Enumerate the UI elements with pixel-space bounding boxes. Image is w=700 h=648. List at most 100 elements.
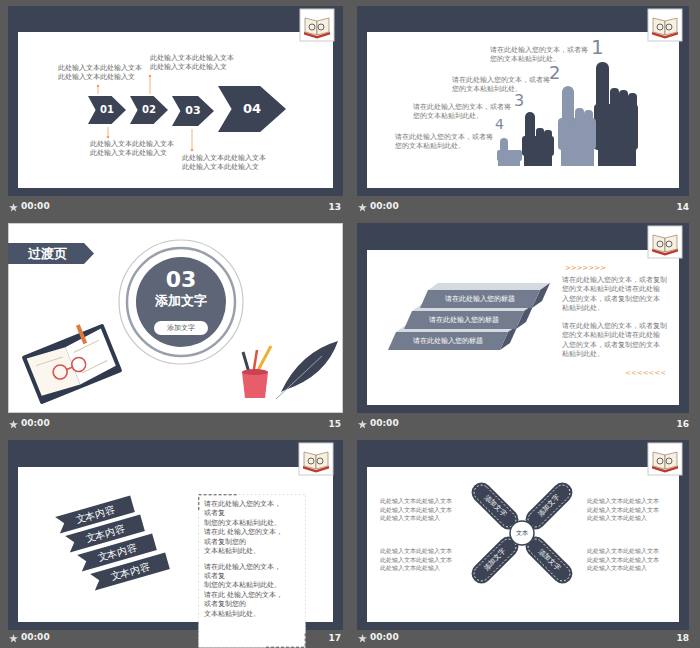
body-text: 请在此处输入您的文本，或者复制 您的文本粘贴到此处请在此处输 入您的文本，或者复… [562,276,670,314]
callout-number: 4 [495,116,504,132]
text-panel: 请在此处输入您的文本，或者复 制您的文本粘贴到此处。请在此 处输入您的文本，或者… [198,494,306,648]
step-arrow: 02 [130,96,168,124]
node-text: 请在此处输入您的标题 [429,316,499,324]
pointing-hand [598,148,636,166]
slide-time: 00:00 [370,201,399,211]
body-text: 此处输入文本此处输入文本 此处输入文本此处输入文本 此处输入文本此处输入 [587,547,669,573]
slide-number: 14 [648,201,689,214]
chevron-deco: <<<<<<< [625,369,666,377]
body-text: 请在此处输入您的文本，或者将 您的文本粘贴到此处。 [490,46,588,65]
slide-time: 00:00 [21,418,50,428]
slide-frame [367,32,679,188]
node-text: 请在此处输入您的文本，或者复 制您的文本粘贴到此处。请在此 处输入您的文本，或者… [204,563,300,620]
pencil-cup [242,346,271,398]
pointing-hand [498,159,520,166]
leader-line [191,149,194,152]
pencil-cup [242,372,268,398]
pointing-hand [575,108,584,128]
node-text: 03 [166,267,197,293]
body-text: 此处输入文本此处输入文本 此处输入文本此处输入文 [58,64,148,83]
slide-frame [367,250,679,405]
slide-frame [367,467,679,622]
slide-frame [357,6,689,196]
stair-face [396,283,550,350]
node-text: 04 [243,101,261,117]
title-ring [119,240,243,364]
leader-line [149,75,152,78]
book-illustration [76,324,87,344]
node-text: 添加文字 [167,324,195,332]
leader-line [107,136,110,139]
stair-step: 请在此处输入您的标题 [420,290,540,308]
center-circle: 文本 [509,520,535,546]
pointing-hand [619,90,628,112]
book-icon [648,9,682,41]
node-text: 请在此处输入您的文本，或者复 制您的文本粘贴到此处。请在此 处输入您的文本，或者… [204,500,300,557]
step-arrow: 04 [218,86,286,132]
node-text: 01 [100,104,114,116]
slide-number: 15 [300,418,341,431]
slide-time: 00:00 [370,418,399,428]
node-text: 过渡页 [28,246,67,262]
body-text: 此处输入文本此处输入文本 此处输入文本此处输入文本 此处输入文本此处输入 [380,547,462,573]
pointing-hand [596,62,609,112]
book-illustration [21,323,122,404]
body-text: 请在此处输入您的文本，或者复制 您的文本粘贴到此处请在此处输 入您的文本，或者复… [562,322,670,360]
slide-number: 16 [648,418,689,431]
pointing-hand [561,148,594,166]
book-illustration [70,355,88,373]
feather-quill [276,341,338,399]
book-illustration [64,329,118,385]
feather-quill [281,341,338,392]
body-text: 此处输入文本此处输入文本 此处输入文本此处输入文 [90,140,180,159]
footer-star [9,634,18,643]
stair-face [428,283,550,290]
step-arrow: 01 [88,96,126,124]
book-illustration [67,367,73,369]
footer-star [9,203,18,212]
leader-line [97,75,194,152]
slide-time: 00:00 [370,632,399,642]
slide-number: 13 [300,201,341,214]
pointing-hand [610,88,619,112]
pointing-hand [536,128,544,143]
pointing-hand [500,138,508,158]
node-text: 请在此处输入您的标题 [413,337,483,345]
footer-star [9,203,367,643]
section-tag: 过渡页 [8,243,94,264]
pencil-cup [242,369,268,375]
body-text: 请在此处输入您的文本，或者将 您的文本粘贴到此处。 [452,76,550,95]
chevron-deco: >>>>>>> [565,264,606,272]
body-text: 此处输入文本此处输入文本 此处输入文本此处输入文 [150,54,240,73]
footer-star [9,420,18,429]
callout-number: 3 [514,92,524,110]
slide-frame [9,224,343,413]
subtitle-pill: 添加文字 [154,321,208,335]
pointing-hand [524,154,552,166]
callout-number: 1 [591,36,604,59]
body-text: 请在此处输入您的文本，或者将 您的文本粘贴到此处。 [395,133,493,152]
title-ring [127,248,235,356]
pointing-hand [562,86,574,126]
leader-line [192,129,193,150]
book-icon [299,443,333,475]
body-text: 此处输入文本此处输入文本 此处输入文本此处输入文 [182,154,272,173]
feather-quill [276,356,322,399]
slide-time: 00:00 [21,632,50,642]
title-ring [119,240,243,364]
callout-number: 2 [549,63,560,84]
book-illustration [18,316,122,405]
book-icon [299,9,682,475]
section-circle: 03添加文字添加文字 [136,257,226,347]
book-icon [300,9,334,41]
node-text: 添加文字 [155,293,207,309]
book-icon [648,226,682,258]
leader-line [97,85,100,88]
book-illustration [51,363,69,381]
footer-star [358,420,367,429]
slide-frame [357,223,689,413]
book-icon [648,443,682,475]
node-text: 03 [185,104,200,117]
node-text: 请在此处输入您的标题 [445,295,515,303]
stair-step: 请在此处输入您的标题 [404,311,524,329]
